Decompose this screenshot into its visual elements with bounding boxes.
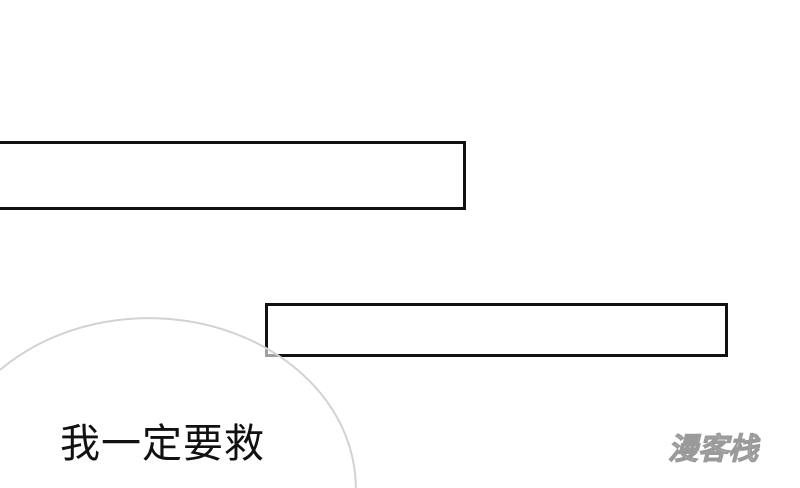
speech-bubble-text: 我一定要救 xyxy=(60,421,265,467)
comic-panel-top xyxy=(0,141,466,210)
watermark-logo: 漫客栈 xyxy=(668,432,759,468)
comic-panel-middle xyxy=(265,303,728,357)
